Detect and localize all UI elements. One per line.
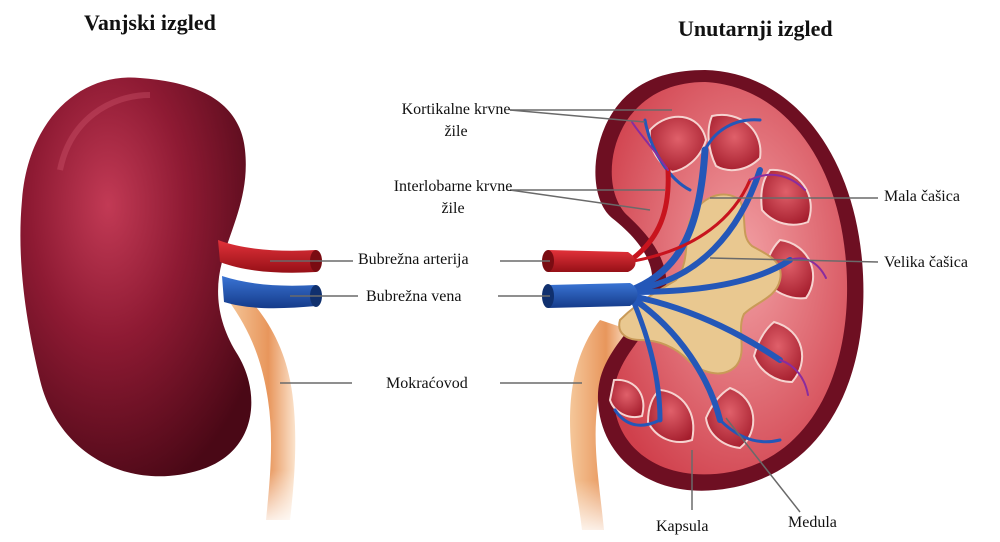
label-kortikalne-text: Kortikalne krvne žile xyxy=(402,101,511,140)
internal-renal-artery xyxy=(548,250,636,272)
internal-renal-vein xyxy=(548,283,638,308)
title-internal: Unutarnji izgled xyxy=(678,16,833,42)
external-kidney-body xyxy=(20,77,251,476)
external-renal-artery xyxy=(218,240,316,273)
external-renal-vein xyxy=(222,276,316,308)
internal-kidney xyxy=(542,70,863,540)
label-kapsula: Kapsula xyxy=(656,516,708,538)
label-bubrezna-arterija: Bubrežna arterija xyxy=(358,249,469,271)
label-kortikalne: Kortikalne krvne žile xyxy=(396,99,516,143)
title-external: Vanjski izgled xyxy=(84,10,216,36)
label-mokracovod: Mokraćovod xyxy=(386,373,468,395)
label-interlobarne: Interlobarne krvne žile xyxy=(392,176,514,220)
label-interlobarne-text: Interlobarne krvne žile xyxy=(394,178,513,217)
external-kidney xyxy=(20,77,322,530)
label-medula: Medula xyxy=(788,512,837,534)
label-velika-casica: Velika čašica xyxy=(884,252,968,274)
label-mala-casica: Mala čašica xyxy=(884,186,960,208)
label-bubrezna-vena: Bubrežna vena xyxy=(366,286,462,308)
